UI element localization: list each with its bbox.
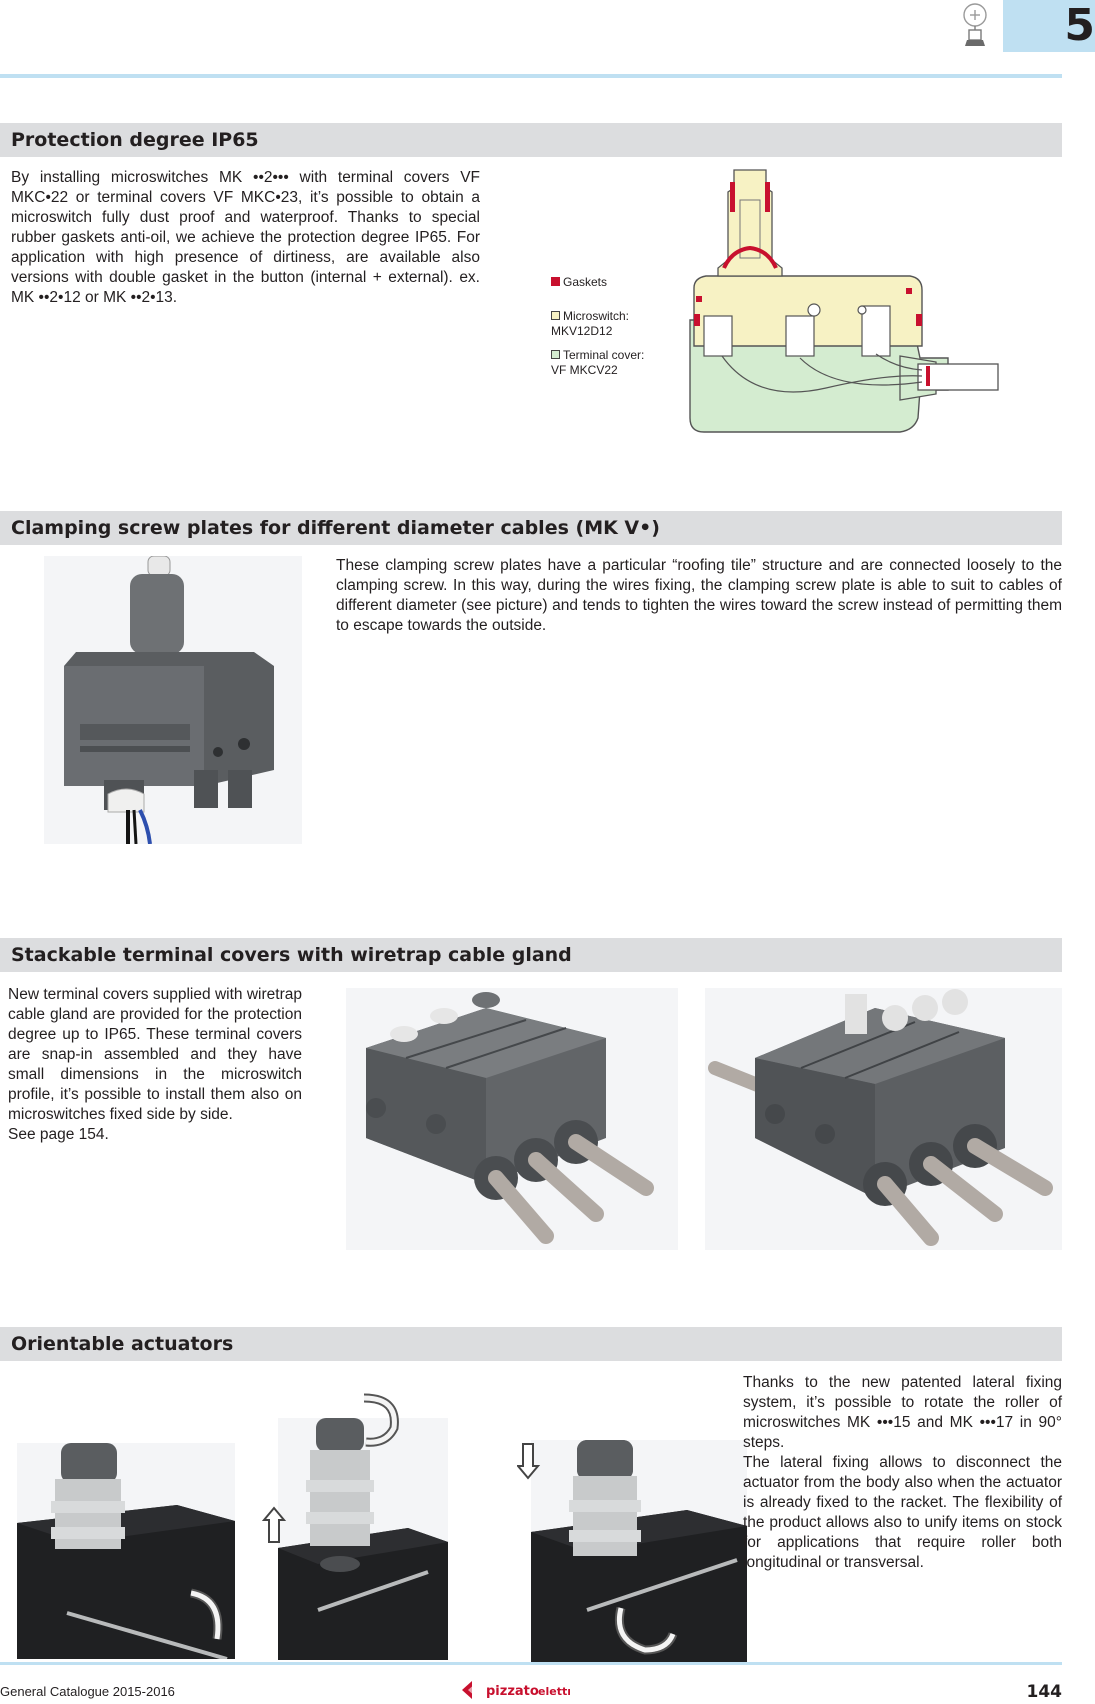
section-title: Stackable terminal covers with wiretrap … — [11, 944, 572, 966]
legend-label: Terminal cover: — [563, 348, 645, 362]
section-bar-orientable: Orientable actuators — [0, 1327, 1062, 1361]
clamping-description: These clamping screw plates have a parti… — [336, 556, 1062, 636]
brand-logo: pizzato elettrica — [460, 1679, 590, 1701]
section-bar-stackable: Stackable terminal covers with wiretrap … — [0, 938, 1062, 972]
orientable-actuator-photo-3 — [517, 1440, 747, 1662]
electrical-safety-icon — [963, 3, 987, 46]
chapter-tab: 5 — [1003, 0, 1095, 52]
legend-label: Gaskets — [563, 275, 608, 289]
ip65-cross-section-diagram — [689, 169, 999, 433]
stackable-description: New terminal covers supplied with wiretr… — [8, 985, 302, 1145]
microswitch-clamping-photo — [44, 556, 302, 844]
chapter-number: 5 — [1064, 0, 1095, 51]
legend-swatch-red — [551, 277, 560, 286]
section-bar-clamping: Clamping screw plates for different diam… — [0, 511, 1062, 545]
legend-label: Microswitch: — [563, 309, 630, 323]
stacked-microswitches-photo-2 — [705, 988, 1062, 1250]
ip65-legend: Gaskets Microswitch: MKV12D12 Terminal c… — [551, 275, 681, 378]
orientable-description: Thanks to the new patented lateral fixin… — [743, 1373, 1062, 1573]
page-number: 144 — [1026, 1682, 1063, 1702]
legend-microswitch: Microswitch: MKV12D12 — [551, 309, 681, 339]
footer-rule — [0, 1662, 1062, 1665]
legend-gaskets: Gaskets — [551, 275, 681, 290]
pizzato-logo-icon: pizzato elettrica — [462, 1681, 590, 1699]
svg-text:elettrica: elettrica — [538, 1685, 570, 1698]
paragraph: The lateral fixing allows to disconnect … — [743, 1454, 1062, 1571]
paragraph: These clamping screw plates have a parti… — [336, 557, 1062, 634]
stacked-microswitches-photo-1 — [346, 988, 678, 1250]
paragraph: Thanks to the new patented lateral fixin… — [743, 1374, 1062, 1451]
header-rule — [0, 74, 1062, 78]
legend-code: MKV12D12 — [551, 324, 613, 338]
section-title: Orientable actuators — [11, 1333, 234, 1355]
orientable-actuator-photo-1 — [17, 1443, 235, 1659]
section-title: Clamping screw plates for different diam… — [11, 517, 660, 539]
orientable-actuator-photo-2 — [261, 1393, 448, 1660]
page-reference: See page 154. — [8, 1126, 109, 1143]
section-bar-ip65: Protection degree IP65 — [0, 123, 1062, 157]
svg-text:pizzato: pizzato — [486, 1684, 539, 1699]
section-title: Protection degree IP65 — [11, 129, 259, 151]
catalogue-label: General Catalogue 2015-2016 — [0, 1684, 175, 1699]
legend-terminal-cover: Terminal cover: VF MKCV22 — [551, 348, 681, 378]
legend-code: VF MKCV22 — [551, 363, 618, 377]
legend-swatch-green — [551, 350, 560, 359]
paragraph: By installing microswitches MK ••2••• wi… — [11, 169, 480, 306]
paragraph: New terminal covers supplied with wiretr… — [8, 986, 302, 1123]
legend-swatch-yellow — [551, 311, 560, 320]
ip65-description: By installing microswitches MK ••2••• wi… — [11, 168, 480, 308]
